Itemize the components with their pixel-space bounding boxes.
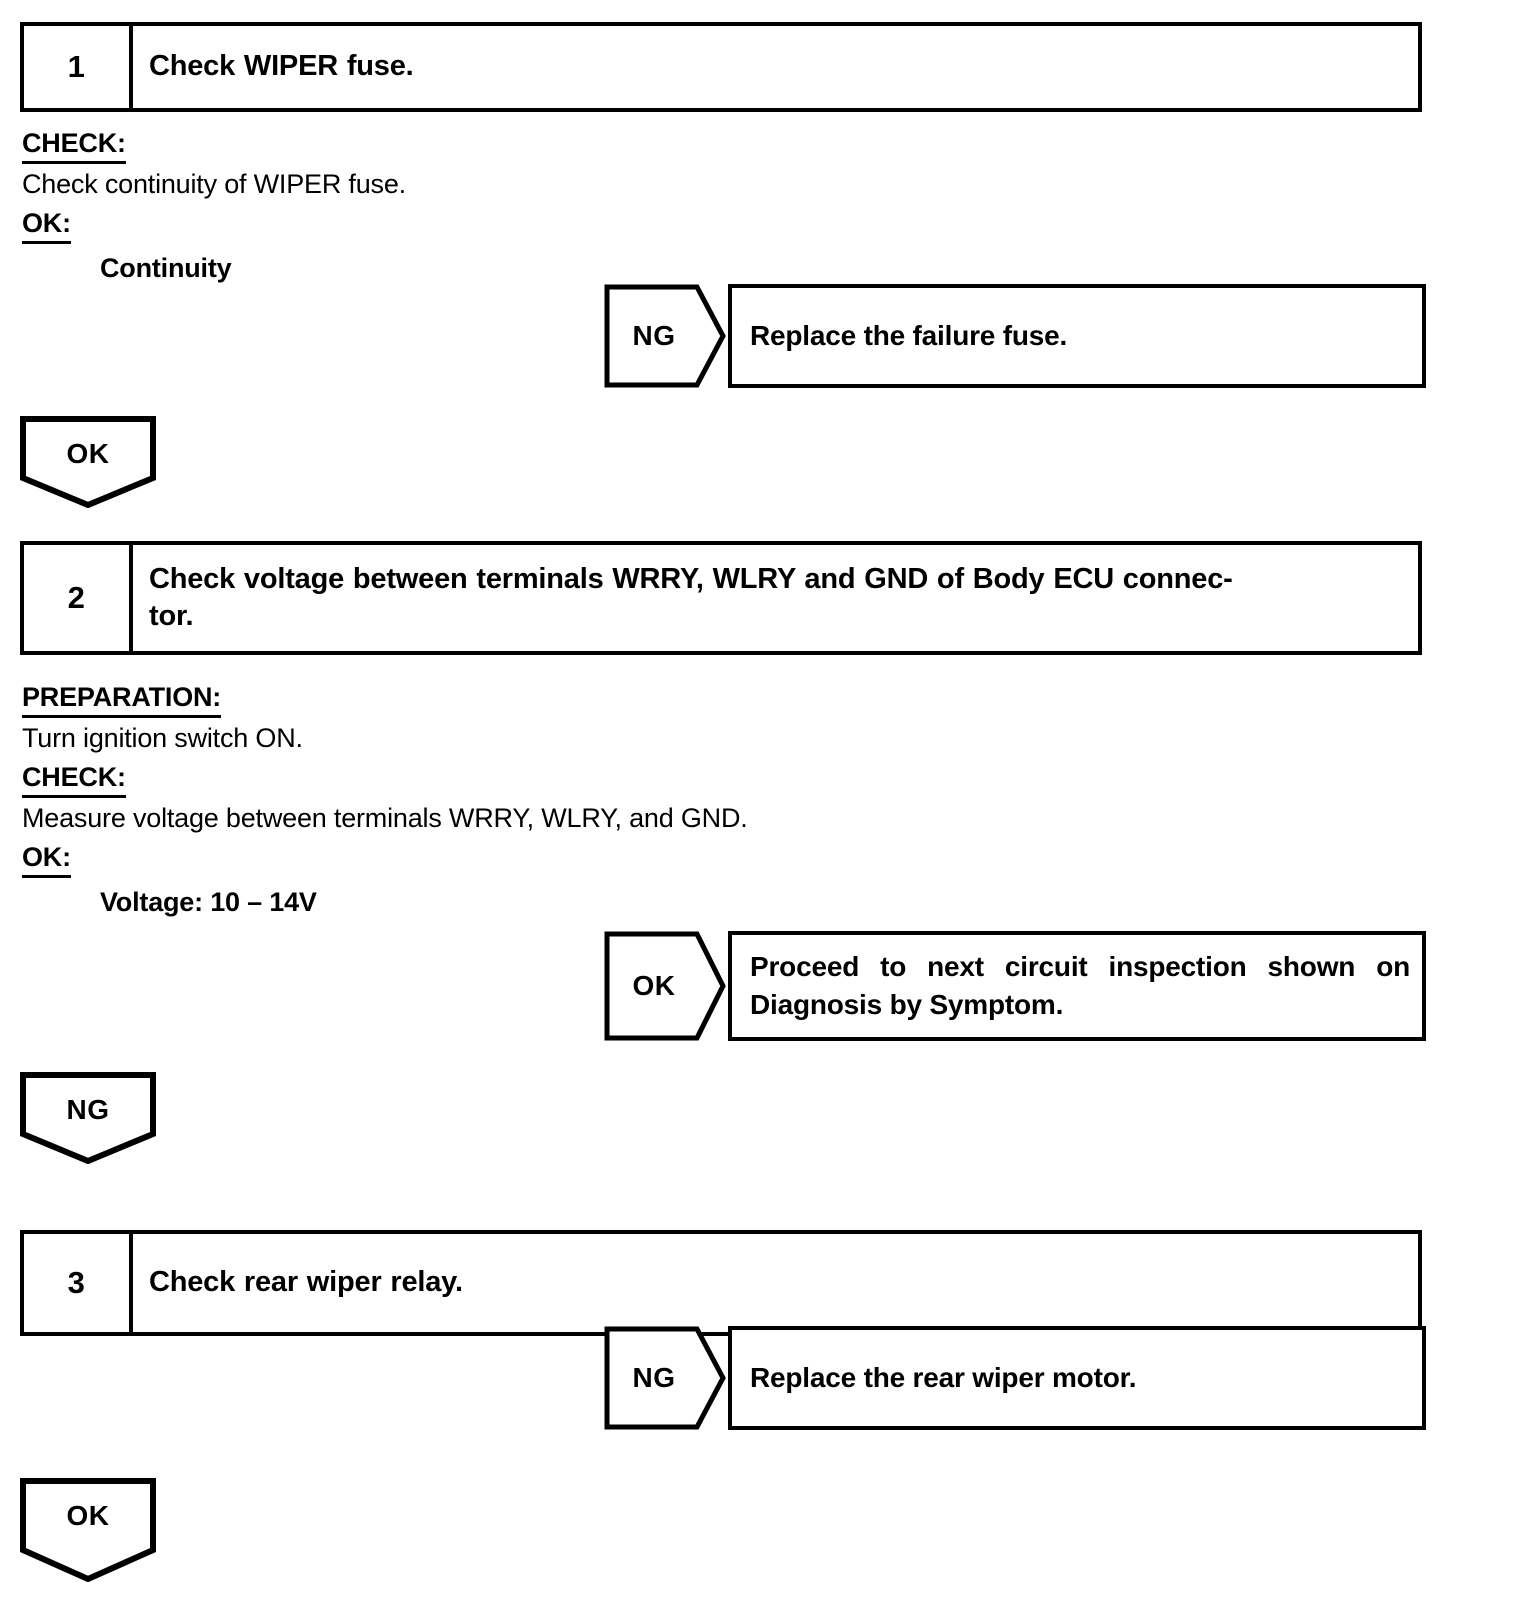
detail-label: OK:	[22, 208, 71, 244]
ng-arrow-shape-3	[604, 1326, 726, 1430]
judgement-label-ok: OK	[632, 970, 676, 1001]
detail-body: Check continuity of WIPER fuse.	[22, 168, 406, 199]
step-number-2: 2	[24, 545, 133, 651]
detail-body: Measure voltage between terminals WRRY, …	[22, 802, 748, 833]
step-2-details: PREPARATION: Turn ignition switch ON. CH…	[22, 682, 1022, 922]
ng-arrow-shape-1	[604, 284, 726, 388]
branch-1-ng: NG Replace the failure fuse.	[604, 284, 1426, 388]
detail-label: CHECK:	[22, 128, 126, 164]
detail-ok-1: OK: Continuity	[22, 208, 922, 286]
detail-check-2: CHECK: Measure voltage between terminals…	[22, 762, 1022, 836]
result-box-3: Replace the rear wiper motor.	[728, 1326, 1426, 1430]
detail-label: CHECK:	[22, 762, 126, 798]
result-line: Diagnosis by Symptom.	[750, 989, 1064, 1020]
connector-2-ng: NG	[20, 1072, 156, 1164]
detail-check-1: CHECK: Check continuity of WIPER fuse.	[22, 128, 922, 202]
detail-label: PREPARATION:	[22, 682, 221, 718]
result-text-3: Replace the rear wiper motor.	[750, 1359, 1410, 1397]
detail-label: OK:	[22, 842, 71, 878]
result-text-1: Replace the failure fuse.	[750, 317, 1410, 355]
result-box-2: Proceed to next circuit inspection shown…	[728, 931, 1426, 1041]
result-text-2: Proceed to next circuit inspection shown…	[750, 948, 1410, 1023]
connector-label-ok: OK	[66, 1500, 110, 1531]
step-title-2: Check voltage between terminals WRRY, WL…	[133, 545, 1418, 651]
detail-ok-2: OK: Voltage: 10 – 14V	[22, 842, 1022, 920]
step-number-1: 1	[24, 26, 133, 108]
step-title-line: Check rear wiper relay.	[149, 1266, 463, 1299]
step-box-1: 1 Check WIPER fuse.	[20, 22, 1422, 112]
result-box-1: Replace the failure fuse.	[728, 284, 1426, 388]
step-box-3: 3 Check rear wiper relay.	[20, 1230, 1422, 1336]
detail-body: Turn ignition switch ON.	[22, 722, 303, 753]
step-title-1: Check WIPER fuse.	[133, 26, 1418, 108]
step-title-line: Check WIPER fuse.	[149, 50, 414, 83]
step-title-wrap: Check voltage between terminals WRRY, WL…	[149, 561, 1233, 635]
step-title-line: tor.	[149, 600, 194, 632]
detail-spec: Continuity	[100, 252, 232, 283]
step-box-2: 2 Check voltage between terminals WRRY, …	[20, 541, 1422, 655]
step-number-3: 3	[24, 1234, 133, 1332]
judgement-label-ng: NG	[632, 320, 676, 351]
detail-spec: Voltage: 10 – 14V	[100, 886, 317, 917]
step-title-3: Check rear wiper relay.	[133, 1234, 1418, 1332]
connector-label-ng: NG	[66, 1094, 110, 1125]
connector-label-ok: OK	[66, 438, 110, 469]
ok-arrow-shape-2	[604, 931, 726, 1041]
connector-1-ok: OK	[20, 416, 156, 508]
step-1-details: CHECK: Check continuity of WIPER fuse. O…	[22, 128, 922, 288]
step-title-line: Check voltage between terminals WRRY, WL…	[149, 562, 1233, 595]
branch-2-ok: OK Proceed to next circuit inspection sh…	[604, 931, 1426, 1041]
result-line: Replace the rear wiper motor.	[750, 1362, 1137, 1394]
detail-preparation-2: PREPARATION: Turn ignition switch ON.	[22, 682, 1022, 756]
result-line: Replace the failure fuse.	[750, 320, 1068, 352]
result-line: Proceed to next circuit inspection shown…	[750, 951, 1410, 983]
judgement-label-ng: NG	[632, 1362, 676, 1393]
connector-3-ok: OK	[20, 1478, 156, 1582]
branch-3-ng: NG Replace the rear wiper motor.	[604, 1326, 1426, 1430]
